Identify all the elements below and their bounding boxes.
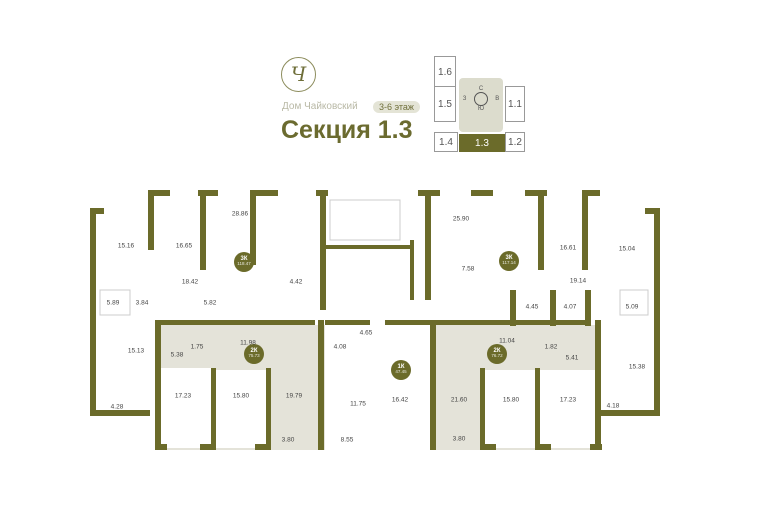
room-area: 28.86 — [231, 210, 249, 218]
section-title: Секция 1.3 — [281, 116, 413, 144]
room-area: 16.42 — [391, 396, 409, 404]
minimap-section-1-4[interactable]: 1.4 — [434, 132, 458, 152]
room-area: 17.23 — [174, 392, 192, 400]
room-area: 4.65 — [359, 329, 373, 337]
minimap-section-1-1[interactable]: 1.1 — [505, 86, 525, 122]
room-area: 21.60 — [450, 396, 468, 404]
room-area: 25.90 — [452, 215, 470, 223]
room-area: 5.82 — [203, 299, 217, 307]
minimap-section-1-2[interactable]: 1.2 — [505, 132, 525, 152]
room-area: 16.65 — [175, 242, 193, 250]
compass-east: В — [495, 96, 500, 102]
room-area: 5.89 — [106, 299, 120, 307]
room-area: 5.38 — [170, 351, 184, 359]
brand-logo: Ч — [281, 57, 316, 92]
room-area: 11.98 — [240, 339, 256, 347]
room-area: 3.80 — [281, 436, 295, 444]
room-area: 3.80 — [452, 435, 466, 443]
room-area: 15.04 — [618, 245, 636, 253]
room-area: 11.04 — [499, 337, 515, 345]
room-area: 8.55 — [340, 436, 354, 444]
brand-name: Дом Чайковский — [282, 101, 358, 112]
room-area: 19.79 — [285, 392, 303, 400]
room-area: 15.80 — [502, 396, 520, 404]
compass-south: Ю — [477, 106, 485, 112]
room-area: 15.38 — [628, 363, 646, 371]
room-area: 1.75 — [190, 343, 204, 351]
minimap-section-1-3[interactable]: 1.3 — [459, 134, 505, 152]
room-area: 7.58 — [461, 265, 475, 273]
room-area: 4.45 — [525, 303, 539, 311]
room-area: 5.09 — [625, 303, 639, 311]
room-area: 4.08 — [333, 343, 347, 351]
room-area: 4.42 — [289, 278, 303, 286]
compass-icon: С З В Ю — [459, 78, 503, 132]
room-area: 11.75 — [350, 400, 366, 408]
room-area: 1.82 — [544, 343, 558, 351]
compass-north: С — [478, 86, 484, 92]
room-area: 17.23 — [559, 396, 577, 404]
room-area: 4.18 — [606, 402, 620, 410]
room-area: 15.80 — [232, 392, 250, 400]
floors-chip: 3-6 этаж — [373, 101, 420, 113]
room-area: 15.16 — [117, 242, 135, 250]
room-area: 5.41 — [565, 354, 579, 362]
room-area: 16.61 — [559, 244, 577, 252]
room-area: 18.42 — [181, 278, 199, 286]
room-area: 4.07 — [563, 303, 577, 311]
room-area: 3.84 — [135, 299, 149, 307]
room-area: 19.14 — [569, 277, 587, 285]
minimap-section-1-5[interactable]: 1.5 — [434, 86, 456, 122]
compass-west: З — [462, 96, 467, 102]
room-area: 15.13 — [127, 347, 145, 355]
room-area: 4.28 — [110, 403, 124, 411]
